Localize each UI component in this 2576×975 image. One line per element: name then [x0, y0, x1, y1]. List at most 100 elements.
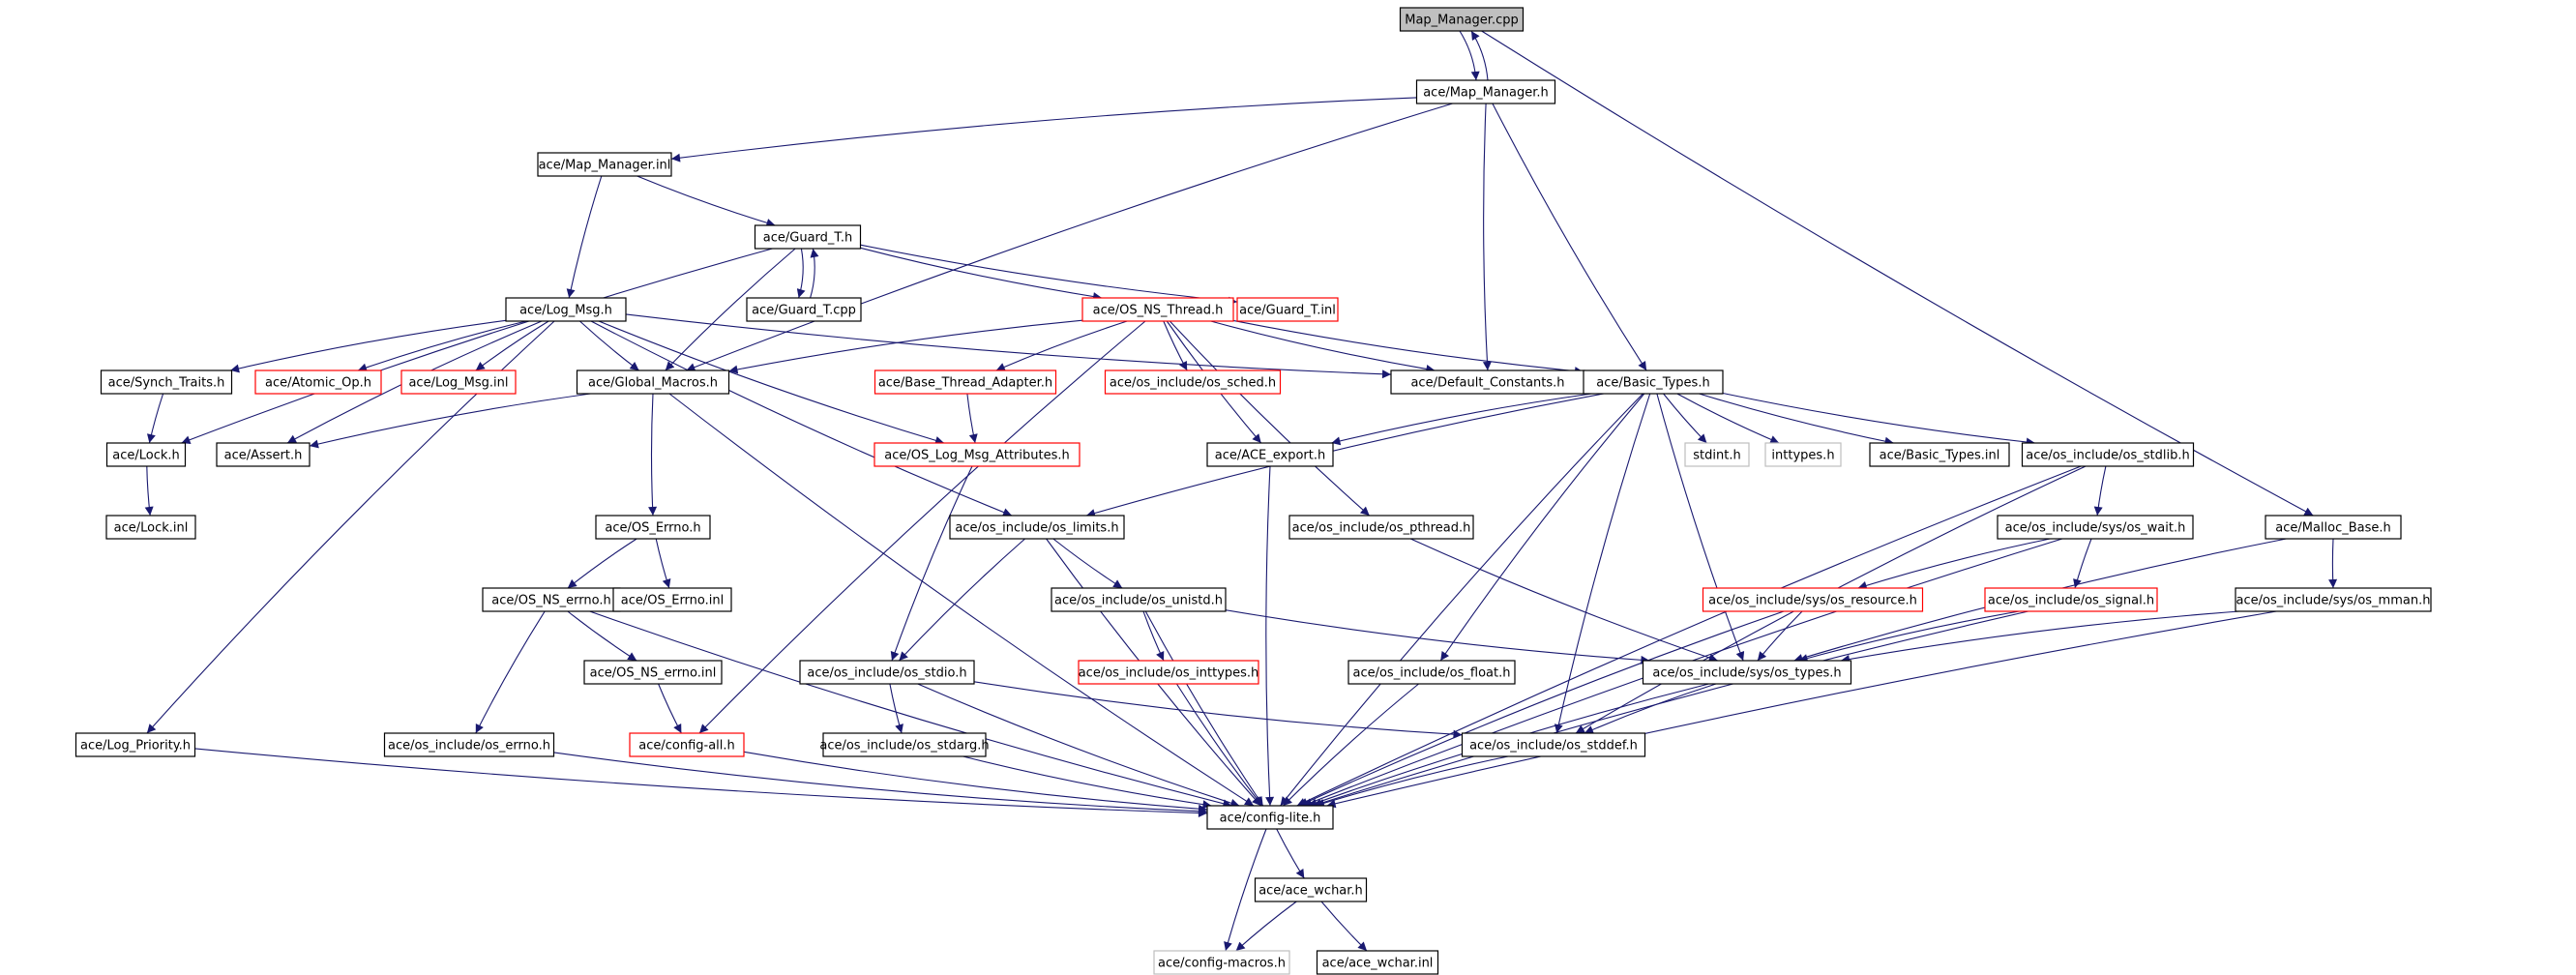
node-ace-ace-wchar-inl[interactable]: ace/ace_wchar.inl: [1316, 950, 1439, 975]
node-ace-log-msg-inl[interactable]: ace/Log_Msg.inl: [400, 369, 517, 395]
node-ace-log-msg-h[interactable]: ace/Log_Msg.h: [505, 297, 627, 322]
node-label: ace/Synch_Traits.h: [108, 376, 225, 391]
node-box: [1869, 442, 2010, 467]
node-label: ace/Malloc_Base.h: [2275, 521, 2391, 536]
node-ace-default-constants-h[interactable]: ace/Default_Constants.h: [1390, 369, 1585, 395]
edge-n8-to-n16: [147, 393, 164, 444]
node-ace-os-include-os-stdarg-h[interactable]: ace/os_include/os_stdarg.h: [819, 732, 990, 757]
node-label: Map_Manager.cpp: [1405, 14, 1519, 28]
node-label: ace/OS_NS_errno.inl: [590, 666, 717, 681]
edge-n35-to-n46: [1326, 610, 2277, 809]
node-box: [1702, 587, 1924, 612]
node-box: [1390, 369, 1585, 395]
node-ace-os-errno-inl[interactable]: ace/OS_Errno.inl: [612, 587, 732, 612]
node-ace-ace-wchar-h[interactable]: ace/ace_wchar.h: [1254, 877, 1368, 902]
node-ace-map-manager-h[interactable]: ace/Map_Manager.h: [1415, 79, 1556, 104]
node-ace-os-errno-h[interactable]: ace/OS_Errno.h: [595, 515, 711, 540]
node-ace-assert-h[interactable]: ace/Assert.h: [216, 442, 311, 467]
node-ace-guard-t-h[interactable]: ace/Guard_T.h: [754, 224, 862, 250]
edge-n46-to-n48: [1224, 828, 1267, 952]
node-ace-os-include-os-sched-h[interactable]: ace/os_include/os_sched.h: [1104, 369, 1282, 395]
node-label: ace/os_include/os_errno.h: [388, 739, 550, 753]
node-label: ace/Guard_T.inl: [1239, 304, 1336, 318]
node-box: [2021, 442, 2195, 467]
node-box: [1206, 805, 1334, 830]
edge-n11-to-n25: [648, 393, 658, 517]
node-ace-guard-t-inl[interactable]: ace/Guard_T.inl: [1236, 297, 1339, 322]
node-box: [1236, 297, 1339, 322]
node-label: ace/config-macros.h: [1158, 957, 1286, 971]
edge-n6-to-n27: [1169, 320, 1371, 517]
node-map-manager-cpp[interactable]: Map_Manager.cpp: [1399, 7, 1525, 32]
node-box: [74, 732, 196, 757]
node-ace-os-include-os-stdio-h[interactable]: ace/os_include/os_stdio.h: [799, 660, 975, 685]
edge-n44-to-n46: [962, 755, 1212, 810]
edge-n5-to-n26: [590, 320, 1013, 517]
edge-n38-to-n46: [917, 683, 1240, 808]
node-box: [1206, 442, 1334, 467]
node-box: [1461, 732, 1646, 757]
node-ace-basic-types-h[interactable]: ace/Basic_Types.h: [1583, 369, 1724, 395]
node-ace-global-macros-h[interactable]: ace/Global_Macros.h: [576, 369, 730, 395]
node-ace-os-include-os-pthread-h[interactable]: ace/os_include/os_pthread.h: [1288, 515, 1474, 540]
node-ace-basic-types-inl[interactable]: ace/Basic_Types.inl: [1869, 442, 2010, 467]
node-ace-config-all-h[interactable]: ace/config-all.h: [629, 732, 745, 757]
node-ace-synch-traits-h[interactable]: ace/Synch_Traits.h: [100, 369, 233, 395]
node-ace-os-include-os-unistd-h[interactable]: ace/os_include/os_unistd.h: [1051, 587, 1227, 612]
node-label: stdint.h: [1693, 449, 1740, 463]
node-box: [1051, 587, 1227, 612]
node-box: [1316, 950, 1439, 975]
node-ace-os-ns-thread-h[interactable]: ace/OS_NS_Thread.h: [1081, 297, 1234, 322]
node-ace-os-ns-errno-h[interactable]: ace/OS_NS_errno.h: [482, 587, 621, 612]
node-box: [537, 152, 672, 177]
node-ace-os-include-os-errno-h[interactable]: ace/os_include/os_errno.h: [383, 732, 555, 757]
node-ace-os-include-sys-os-wait-h[interactable]: ace/os_include/sys/os_wait.h: [1997, 515, 2194, 540]
node-label: ace/Map_Manager.h: [1423, 86, 1549, 101]
node-ace-os-include-sys-os-resource-h[interactable]: ace/os_include/sys/os_resource.h: [1702, 587, 1924, 612]
node-label: ace/OS_Errno.h: [605, 521, 700, 536]
node-ace-os-include-os-stddef-h[interactable]: ace/os_include/os_stddef.h: [1461, 732, 1646, 757]
edge-n0-to-n1: [1459, 30, 1480, 81]
node-ace-malloc-base-h[interactable]: ace/Malloc_Base.h: [2265, 515, 2402, 540]
node-ace-os-include-sys-os-types-h[interactable]: ace/os_include/sys/os_types.h: [1642, 660, 1852, 685]
node-ace-os-include-sys-os-mman-h[interactable]: ace/os_include/sys/os_mman.h: [2235, 587, 2432, 612]
edge-n33-to-n40: [1757, 610, 1803, 662]
node-ace-os-log-msg-attributes-h[interactable]: ace/OS_Log_Msg_Attributes.h: [873, 442, 1081, 467]
node-ace-os-include-os-signal-h[interactable]: ace/os_include/os_signal.h: [1984, 587, 2158, 612]
edge-n32-to-n40: [1225, 609, 1650, 665]
node-ace-log-priority-h[interactable]: ace/Log_Priority.h: [74, 732, 196, 757]
node-ace-atomic-op-h[interactable]: ace/Atomic_Op.h: [254, 369, 382, 395]
edge-n18-to-n38: [890, 465, 973, 662]
node-ace-ace-export-h[interactable]: ace/ACE_export.h: [1206, 442, 1334, 467]
node-box: [216, 442, 311, 467]
edge-n23-to-n46: [1296, 465, 2082, 807]
edge-n26-to-n32: [1052, 538, 1123, 589]
edge-n37-to-n46: [1175, 683, 1263, 807]
edge-n45-to-n46: [1315, 755, 1509, 808]
edge-n15-to-n19: [1331, 393, 1592, 446]
edge-n25-to-n30: [567, 538, 637, 589]
node-ace-base-thread-adapter-h[interactable]: ace/Base_Thread_Adapter.h: [873, 369, 1057, 395]
edge-n4-to-n3: [810, 248, 819, 299]
edge-n15-to-n22: [1699, 393, 1894, 446]
node-ace-guard-t-cpp[interactable]: ace/Guard_T.cpp: [746, 297, 862, 322]
node-label: ace/config-lite.h: [1220, 812, 1321, 826]
node-ace-os-ns-errno-inl[interactable]: ace/OS_NS_errno.inl: [583, 660, 723, 685]
node-ace-os-include-os-inttypes-h[interactable]: ace/os_include/os_inttypes.h: [1078, 660, 1259, 685]
node-box: [1254, 877, 1368, 902]
node-ace-os-include-os-stdlib-h[interactable]: ace/os_include/os_stdlib.h: [2021, 442, 2195, 467]
edge-n15-to-n23: [1722, 392, 2035, 447]
edge-n15-to-n21: [1676, 393, 1780, 444]
node-label: ace/os_include/os_inttypes.h: [1079, 666, 1259, 681]
edge-n1-to-n0: [1470, 30, 1489, 81]
node-ace-lock-h[interactable]: ace/Lock.h: [105, 442, 187, 467]
node-ace-config-lite-h[interactable]: ace/config-lite.h: [1206, 805, 1334, 830]
node-inttypes-h: inttypes.h: [1764, 442, 1842, 467]
node-ace-lock-inl[interactable]: ace/Lock.inl: [105, 515, 196, 540]
node-ace-map-manager-inl[interactable]: ace/Map_Manager.inl: [537, 152, 672, 177]
node-box: [629, 732, 745, 757]
node-ace-os-include-os-limits-h[interactable]: ace/os_include/os_limits.h: [949, 515, 1125, 540]
node-box: [873, 369, 1057, 395]
node-ace-os-include-os-float-h[interactable]: ace/os_include/os_float.h: [1347, 660, 1516, 685]
